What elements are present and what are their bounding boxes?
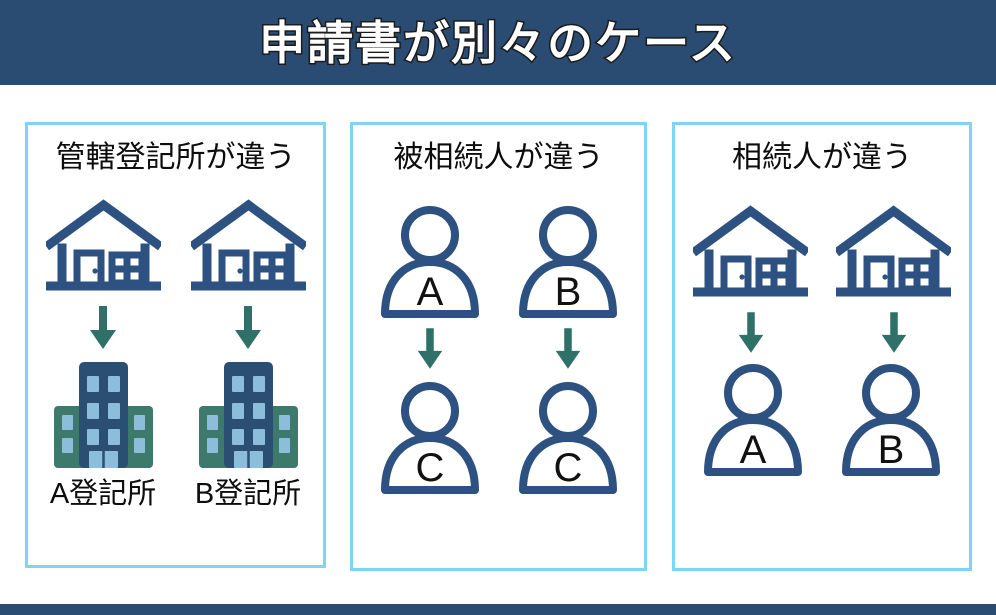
person-cell: C (375, 378, 485, 494)
arrow-row (28, 306, 323, 350)
title-banner: 申請書が別々のケース (0, 0, 996, 85)
office-label-row: A登記所 B登記所 (28, 470, 323, 512)
door-handle-icon (882, 274, 888, 280)
down-arrow-icon (881, 312, 906, 353)
house-row (28, 198, 323, 294)
office-label-b: B登記所 (194, 478, 302, 510)
building-row (28, 358, 323, 468)
down-arrow-icon (738, 312, 763, 353)
person-icon: B (518, 206, 617, 318)
house-cell (190, 198, 306, 294)
door-handle-icon (739, 274, 745, 280)
house-icon (190, 199, 306, 291)
panel-hisozokunin: 被相続人が違う A B (350, 122, 647, 571)
person-letter: B (878, 428, 905, 472)
house-icon (836, 205, 951, 297)
office-label-a: A登記所 (49, 478, 157, 510)
down-arrow-icon (90, 306, 116, 349)
arrow-cell (836, 312, 951, 354)
person-cell: B (836, 360, 946, 476)
person-cell: B (513, 202, 623, 318)
building-icon (53, 362, 153, 468)
down-arrow-icon (235, 306, 261, 349)
arrow-cell (375, 328, 485, 370)
arrow-row (675, 312, 969, 354)
building-icon (198, 362, 298, 468)
person-row-bottom: A B (675, 360, 969, 476)
panel-kankatsu: 管轄登記所が違う (25, 122, 326, 568)
person-icon: B (842, 364, 940, 476)
house-icon (45, 199, 161, 291)
person-letter: A (416, 270, 443, 314)
page-title: 申請書が別々のケース (258, 16, 737, 69)
person-letter: C (415, 446, 444, 490)
person-letter: B (554, 270, 581, 314)
person-row-bottom: C C (353, 378, 644, 494)
person-row-top: A B (353, 202, 644, 318)
panel-sozokunin: 相続人が違う (672, 122, 972, 571)
person-cell: C (513, 378, 623, 494)
bottom-bar (0, 604, 996, 615)
down-arrow-icon (417, 328, 442, 369)
house-cell (45, 198, 161, 294)
person-letter: A (740, 428, 767, 472)
person-icon: C (380, 382, 479, 494)
door-handle-icon (236, 268, 243, 274)
arrow-cell (46, 306, 161, 350)
person-icon: A (704, 364, 802, 476)
house-cell (693, 204, 808, 300)
house-icon (693, 205, 808, 297)
house-cell (836, 204, 951, 300)
building-cell (46, 358, 161, 468)
panel-heading: 被相続人が違う (393, 141, 604, 174)
panel-heading: 管轄登記所が違う (55, 141, 296, 174)
arrow-cell (693, 312, 808, 354)
arrow-cell (513, 328, 623, 370)
person-letter: C (553, 446, 582, 490)
person-icon: C (518, 382, 617, 494)
arrow-cell (191, 306, 306, 350)
arrow-row (353, 328, 644, 370)
panels-container: 管轄登記所が違う (0, 122, 996, 572)
building-cell (191, 358, 306, 468)
panel-heading: 相続人が違う (732, 141, 912, 174)
person-cell: A (698, 360, 808, 476)
door-handle-icon (91, 268, 98, 274)
house-row (675, 204, 969, 300)
down-arrow-icon (555, 328, 580, 369)
person-cell: A (375, 202, 485, 318)
person-icon: A (380, 206, 479, 318)
